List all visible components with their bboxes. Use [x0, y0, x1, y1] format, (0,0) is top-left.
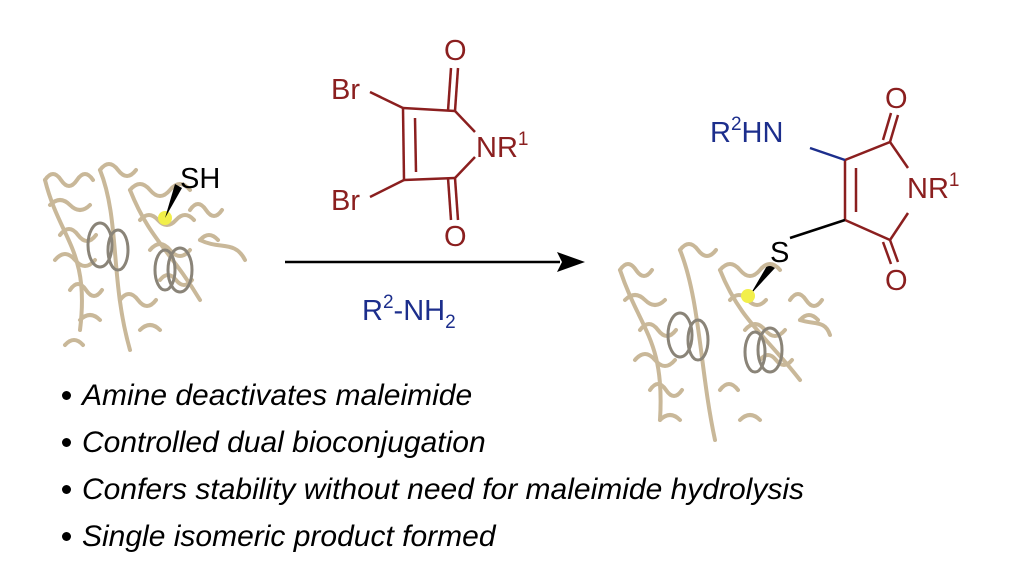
bullet-dot-icon — [62, 390, 71, 400]
product-oxygen-bottom: O — [885, 265, 908, 297]
product-protein-helices-icon — [666, 311, 784, 374]
starting-protein-helices-icon — [86, 221, 194, 294]
starting-thiol-label: SH — [180, 163, 220, 195]
product-nitrogen-group: NR1 — [907, 170, 959, 205]
dibromomaleimide-oxygen-top: O — [444, 35, 467, 67]
product-cs-bond — [789, 218, 846, 240]
dibromomaleimide-structure — [369, 67, 476, 221]
feature-bullet-list: Amine deactivates maleimide Controlled d… — [62, 372, 804, 560]
bullet-item: Controlled dual bioconjugation — [62, 419, 804, 466]
bullet-text: Amine deactivates maleimide — [82, 379, 473, 412]
dibromomaleimide-bromine-top: Br — [331, 74, 360, 106]
product-cn-bond — [809, 146, 846, 162]
bullet-text: Confers stability without need for malei… — [82, 473, 804, 506]
product-cysteine-atom-icon — [741, 289, 755, 303]
bullet-dot-icon — [62, 484, 71, 494]
starting-protein-ribbon-icon — [43, 162, 247, 352]
product-sulfur-label: S — [770, 237, 789, 269]
bullet-item: Confers stability without need for malei… — [62, 466, 804, 513]
bullet-dot-icon — [62, 437, 71, 447]
reaction-arrow-icon — [285, 252, 585, 272]
product-amine-label: R2HN — [710, 114, 783, 149]
starting-thiol-wedge-bond — [165, 184, 182, 218]
bullet-text: Controlled dual bioconjugation — [82, 426, 486, 459]
product-maleimide-structure — [843, 112, 910, 265]
product-thiol-wedge-bond — [750, 264, 775, 295]
dibromomaleimide-nitrogen-group: NR1 — [476, 129, 528, 164]
bullet-dot-icon — [62, 531, 71, 541]
dibromomaleimide-oxygen-bottom: O — [444, 221, 467, 253]
product-oxygen-top: O — [885, 83, 908, 115]
amine-reagent-label: R2-NH2 — [362, 292, 456, 333]
bullet-item: Single isomeric product formed — [62, 513, 804, 560]
dibromomaleimide-bromine-bottom: Br — [331, 185, 360, 217]
bullet-text: Single isomeric product formed — [82, 520, 496, 553]
bullet-item: Amine deactivates maleimide — [62, 372, 804, 419]
